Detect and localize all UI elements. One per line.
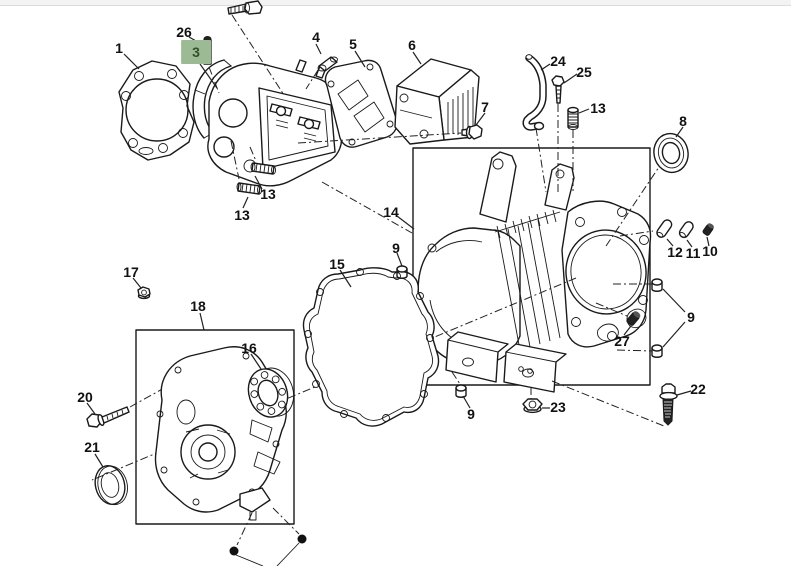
plug-9-bottom-drawing <box>455 384 467 398</box>
nut-23-drawing <box>522 398 543 414</box>
bolt-7-drawing <box>461 124 483 140</box>
part-callout-4[interactable]: 4 <box>312 29 320 45</box>
callout-leader-lines <box>86 36 710 468</box>
plug-9-right-top-drawing <box>651 278 663 292</box>
plug-9-right-bottom-drawing <box>651 344 663 358</box>
bolt-22-drawing <box>659 383 678 426</box>
bolt-25-drawing <box>551 75 565 104</box>
part-callout-6[interactable]: 6 <box>408 37 416 53</box>
head-bolt-drawing <box>227 0 263 15</box>
plug-10-drawing <box>702 223 714 236</box>
nut-17-drawing <box>137 286 151 300</box>
cylinder-head-assembly-drawing <box>192 59 343 187</box>
part-callout-27[interactable]: 27 <box>614 333 630 349</box>
part-callout-8[interactable]: 8 <box>679 113 687 129</box>
part-callout-7[interactable]: 7 <box>481 99 489 115</box>
cylinder-block-drawing <box>417 151 652 393</box>
ball-bearing-drawing <box>247 367 295 418</box>
part-callout-13-right[interactable]: 13 <box>590 100 606 116</box>
part-callout-21[interactable]: 21 <box>84 439 100 455</box>
part-callout-24[interactable]: 24 <box>550 53 566 69</box>
stud-13-mid-drawing <box>250 162 276 175</box>
part-callout-13-lower[interactable]: 13 <box>234 207 250 223</box>
part-callout-9-left[interactable]: 9 <box>392 240 400 256</box>
part-callout-22[interactable]: 22 <box>690 381 706 397</box>
part-callout-5[interactable]: 5 <box>349 36 357 52</box>
part-callout-14[interactable]: 14 <box>383 204 399 220</box>
head-gasket-drawing <box>118 60 195 161</box>
stud-13-lower-drawing <box>236 182 262 195</box>
pin-11-drawing <box>678 221 694 239</box>
part-callout-17[interactable]: 17 <box>123 264 139 280</box>
part-callout-20[interactable]: 20 <box>77 389 93 405</box>
crankcase-gasket-drawing <box>302 267 440 427</box>
bolt-20-drawing <box>86 406 130 428</box>
part-callout-11[interactable]: 11 <box>685 245 701 261</box>
part-callout-13-mid[interactable]: 13 <box>260 186 276 202</box>
plug-9-left-drawing <box>396 265 408 279</box>
breather-tube-drawing <box>522 54 547 131</box>
part-callout-18[interactable]: 18 <box>190 298 206 314</box>
pin-4-drawing <box>317 56 338 72</box>
rocker-gasket-drawing <box>324 59 398 148</box>
part-callout-16[interactable]: 16 <box>241 340 257 356</box>
part-callout-26[interactable]: 26 <box>176 24 192 40</box>
oil-seal-21-drawing <box>94 465 128 506</box>
plug-27-drawing <box>626 311 641 326</box>
cover-bolt-dots-drawing <box>229 534 307 566</box>
part-callout-15[interactable]: 15 <box>329 256 345 272</box>
pin-12-drawing <box>656 219 673 238</box>
window-top-edge <box>0 0 791 6</box>
part-callout-9-right[interactable]: 9 <box>687 309 695 325</box>
stud-13-right-drawing <box>567 106 579 130</box>
part-18-enclosure-box <box>135 329 295 525</box>
part-callout-12[interactable]: 12 <box>667 244 683 260</box>
part-callout-1[interactable]: 1 <box>115 40 123 56</box>
part-callout-25[interactable]: 25 <box>576 64 592 80</box>
part-callout-23[interactable]: 23 <box>550 399 566 415</box>
oil-seal-8-drawing <box>653 132 689 174</box>
part-callout-9-bottom[interactable]: 9 <box>467 406 475 422</box>
part-callout-3-selected[interactable]: 3 <box>181 40 211 64</box>
part-callout-10[interactable]: 10 <box>702 243 718 259</box>
rocker-cover-drawing <box>394 58 480 145</box>
